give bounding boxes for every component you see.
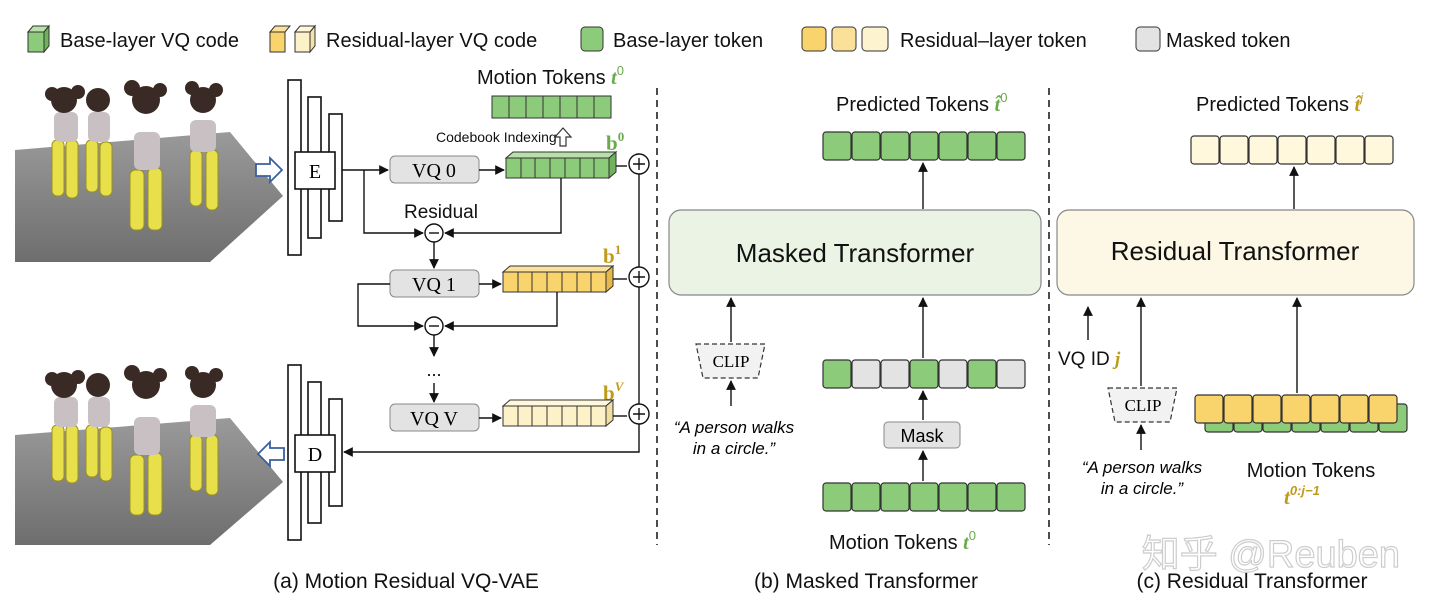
motion-tokens-c-symbol: t0:j−1: [1284, 483, 1320, 509]
encoder-label: E: [309, 161, 321, 183]
b1-label: b1: [603, 242, 621, 268]
panel-c: Predicted Tokens t̂j Residual Transforme…: [1056, 90, 1415, 593]
panel-a: E D Motion Tokens t0 Codebook Indexing b…: [15, 63, 650, 593]
panel-b: Predicted Tokens t̂0 Masked Transformer …: [668, 90, 1042, 593]
panel-b-caption: (b) Masked Transformer: [754, 570, 978, 593]
clip-b-box: [695, 343, 766, 379]
residual-transformer-box: [1056, 209, 1415, 296]
codebook-up-arrow-icon: [553, 127, 573, 147]
motion-tokens-a-label: Motion Tokens t0: [477, 63, 624, 89]
vq-id-label: VQ ID j: [1058, 349, 1121, 370]
prompt-b-line2: in a circle.”: [693, 439, 777, 458]
residual-transformer-label: Residual Transformer: [1111, 236, 1360, 266]
motion-tokens-a-row: [491, 95, 612, 119]
predicted-tokens-b-label: Predicted Tokens t̂0: [836, 90, 1007, 116]
motion-tokens-c-stack: [1194, 394, 1408, 433]
base-code-cube-icon: [26, 24, 51, 54]
mask-box: [883, 421, 961, 449]
b0-label: b0: [606, 129, 624, 155]
vqv-label: VQ V: [410, 408, 459, 430]
mask-label: Mask: [900, 426, 944, 446]
b0-code-block: [504, 150, 618, 180]
prompt-c-line1: “A person walks: [1082, 458, 1203, 477]
legend-masked-token: Masked token: [1166, 30, 1291, 52]
decoder-label: D: [308, 444, 322, 466]
motion-render-top-image: [15, 80, 283, 262]
prompt-c-line2: in a circle.”: [1101, 479, 1185, 498]
legend-residual-code: Residual-layer VQ code: [326, 30, 537, 52]
clip-c-label: CLIP: [1125, 396, 1162, 415]
residual-code-cubes-icon: [268, 24, 317, 54]
legend-residual-token: Residual–layer token: [900, 30, 1087, 52]
motion-tokens-b-label: Motion Tokens t0: [829, 528, 976, 554]
output-arrow-icon: [256, 439, 285, 469]
watermark: 知乎 @Reuben: [1142, 534, 1400, 576]
bv-label: bV: [603, 379, 625, 405]
masked-transformer-box: [668, 209, 1042, 296]
codebook-indexing-label: Codebook Indexing: [436, 129, 557, 145]
plus-node-v: [628, 403, 650, 425]
plus-node-1: [628, 266, 650, 288]
base-token-icon: [580, 26, 604, 52]
plus-node-0: [628, 153, 650, 175]
input-arrow-icon: [255, 155, 284, 185]
panel-c-caption: (c) Residual Transformer: [1136, 570, 1367, 593]
vq0-label: VQ 0: [412, 160, 456, 182]
clip-b-label: CLIP: [713, 352, 750, 371]
minus-node-2: [424, 316, 444, 336]
residual-label: Residual: [404, 202, 478, 223]
b1-code-block: [501, 264, 615, 294]
legend-base-code: Base-layer VQ code: [60, 30, 239, 52]
prompt-b-line1: “A person walks: [674, 418, 795, 437]
predicted-tokens-c-row: [1190, 135, 1394, 165]
decoder-block: [287, 364, 343, 541]
predicted-tokens-c-label: Predicted Tokens t̂j: [1196, 90, 1364, 116]
predicted-tokens-b-row: [822, 131, 1026, 161]
minus-node-1: [424, 223, 444, 243]
legend: Base-layer VQ code Residual-layer VQ cod…: [26, 24, 1291, 54]
motion-tokens-b-row: [822, 482, 1026, 512]
masked-token-icon: [1135, 26, 1161, 52]
bv-code-block: [501, 398, 615, 428]
panel-a-connections: [342, 165, 640, 457]
masked-transformer-label: Masked Transformer: [736, 238, 975, 268]
panel-b-connections: [726, 162, 928, 481]
masked-input-row: [822, 359, 1026, 389]
panel-a-caption: (a) Motion Residual VQ-VAE: [273, 570, 539, 593]
panel-c-connections: [1083, 166, 1302, 450]
motion-render-bottom-image: [15, 365, 283, 545]
vq1-label: VQ 1: [412, 274, 456, 296]
motion-tokens-c-label: Motion Tokens: [1247, 460, 1376, 482]
residual-token-icons: [801, 26, 889, 52]
clip-c-box: [1107, 387, 1178, 423]
encoder-block: [287, 79, 343, 256]
legend-base-token: Base-layer token: [613, 30, 763, 52]
ellipsis: ...: [426, 360, 441, 380]
